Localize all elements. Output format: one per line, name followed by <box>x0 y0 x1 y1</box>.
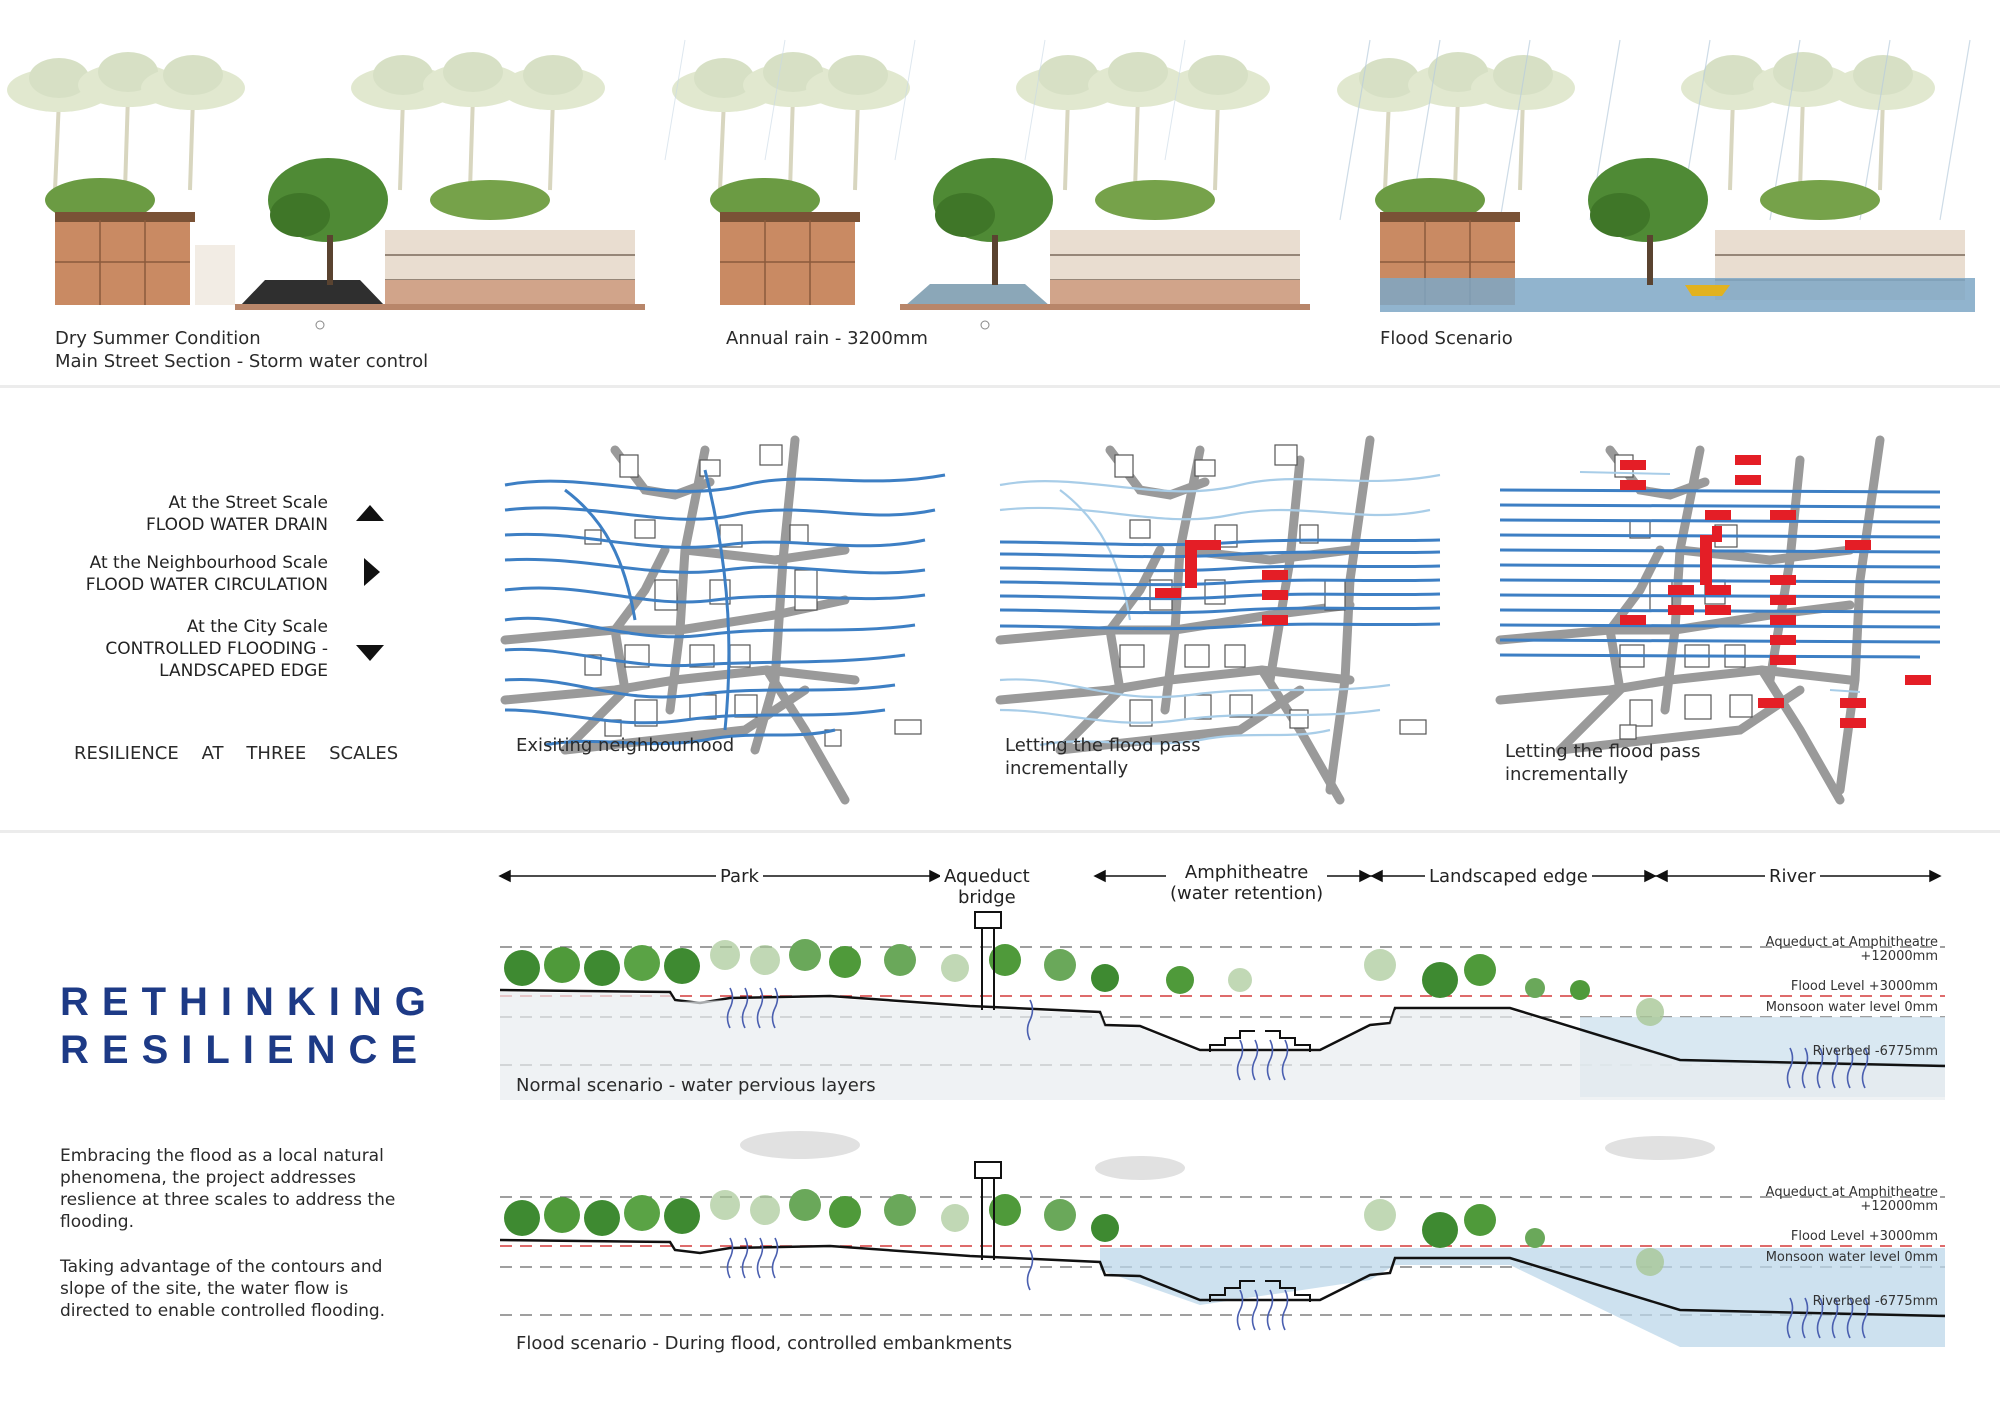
level-monsoon-2: Monsoon water level 0mm <box>1765 1250 1938 1265</box>
headline-resilience: RESILIENCE <box>60 1028 431 1072</box>
street-rain <box>905 284 1050 306</box>
map-caption-existing: Exisiting neighbourhood <box>516 735 735 756</box>
scale-city: At the City Scale CONTROLLED FLOODING - … <box>105 617 328 681</box>
level-flood-1: Flood Level +3000mm <box>1790 979 1938 994</box>
flood-lines <box>504 469 946 747</box>
level-flood-2: Flood Level +3000mm <box>1790 1229 1938 1244</box>
section-caption-flood: Flood scenario - During flood, controlle… <box>516 1333 1013 1354</box>
zone-river: River <box>1765 866 1820 887</box>
zone-amphitheatre: Amphitheatre (water retention) <box>1166 862 1328 904</box>
map-caption-incremental-2: Letting the flood pass incrementally <box>1505 741 1701 785</box>
site-section-flood <box>499 1131 1946 1347</box>
flood-water-body <box>1100 1248 1945 1347</box>
flood-water <box>1380 278 1975 312</box>
flood-blocks <box>1155 540 1288 625</box>
level-riverbed-1: Riverbed -6775mm <box>1812 1044 1938 1059</box>
aqueduct-bridge <box>974 911 1002 1010</box>
street-section-flood <box>1337 39 1975 312</box>
map-caption-incremental-1: Letting the flood pass incrementally <box>1005 735 1201 779</box>
street-caption-flood: Flood Scenario <box>1380 328 1513 349</box>
section-caption-normal: Normal scenario - water pervious layers <box>516 1075 876 1096</box>
boat-icon <box>1685 285 1730 296</box>
description-para-2: Taking advantage of the contours and slo… <box>60 1257 386 1321</box>
street-section-dry <box>7 52 645 330</box>
infiltration-arrows <box>726 987 1869 1089</box>
scale-neighbourhood: At the Neighbourhood Scale FLOOD WATER C… <box>85 553 328 595</box>
zone-park: Park <box>716 866 763 887</box>
zone-aqueduct: Aqueduct bridge <box>940 866 1034 908</box>
divider-top <box>0 385 2000 388</box>
street-caption-dry: Dry Summer Condition Main Street Section… <box>55 328 429 372</box>
triangle-down-icon <box>356 645 384 661</box>
scale-street: At the Street Scale FLOOD WATER DRAIN <box>145 493 328 535</box>
triangle-right-icon <box>364 558 380 586</box>
site-section-normal <box>499 911 1946 1100</box>
level-aqueduct-1: Aqueduct at Amphitheatre +12000mm <box>1765 935 1938 964</box>
map-existing <box>500 435 946 805</box>
map-incremental-2 <box>1495 435 1941 805</box>
headline-rethinking: RETHINKING <box>60 980 439 1024</box>
zone-landscaped-edge: Landscaped edge <box>1425 866 1592 887</box>
palm-trees <box>7 52 605 191</box>
trees <box>504 939 1664 1026</box>
street-caption-rain: Annual rain - 3200mm <box>726 328 928 349</box>
street-dry <box>240 280 385 306</box>
triangle-up-icon <box>356 505 384 521</box>
level-aqueduct-2: Aqueduct at Amphitheatre +12000mm <box>1765 1185 1938 1214</box>
roads <box>500 435 860 805</box>
street-section-rain <box>664 39 1310 330</box>
divider-bottom <box>0 830 2000 833</box>
amphitheatre-steps <box>1209 1030 1311 1052</box>
level-monsoon-1: Monsoon water level 0mm <box>1765 1000 1938 1015</box>
description-para-1: Embracing the flood as a local natural p… <box>60 1146 396 1232</box>
clouds <box>740 1131 1715 1180</box>
level-riverbed-2: Riverbed -6775mm <box>1812 1294 1938 1309</box>
map-incremental-1 <box>995 435 1441 805</box>
resilience-label: RESILIENCE AT THREE SCALES <box>74 743 399 764</box>
